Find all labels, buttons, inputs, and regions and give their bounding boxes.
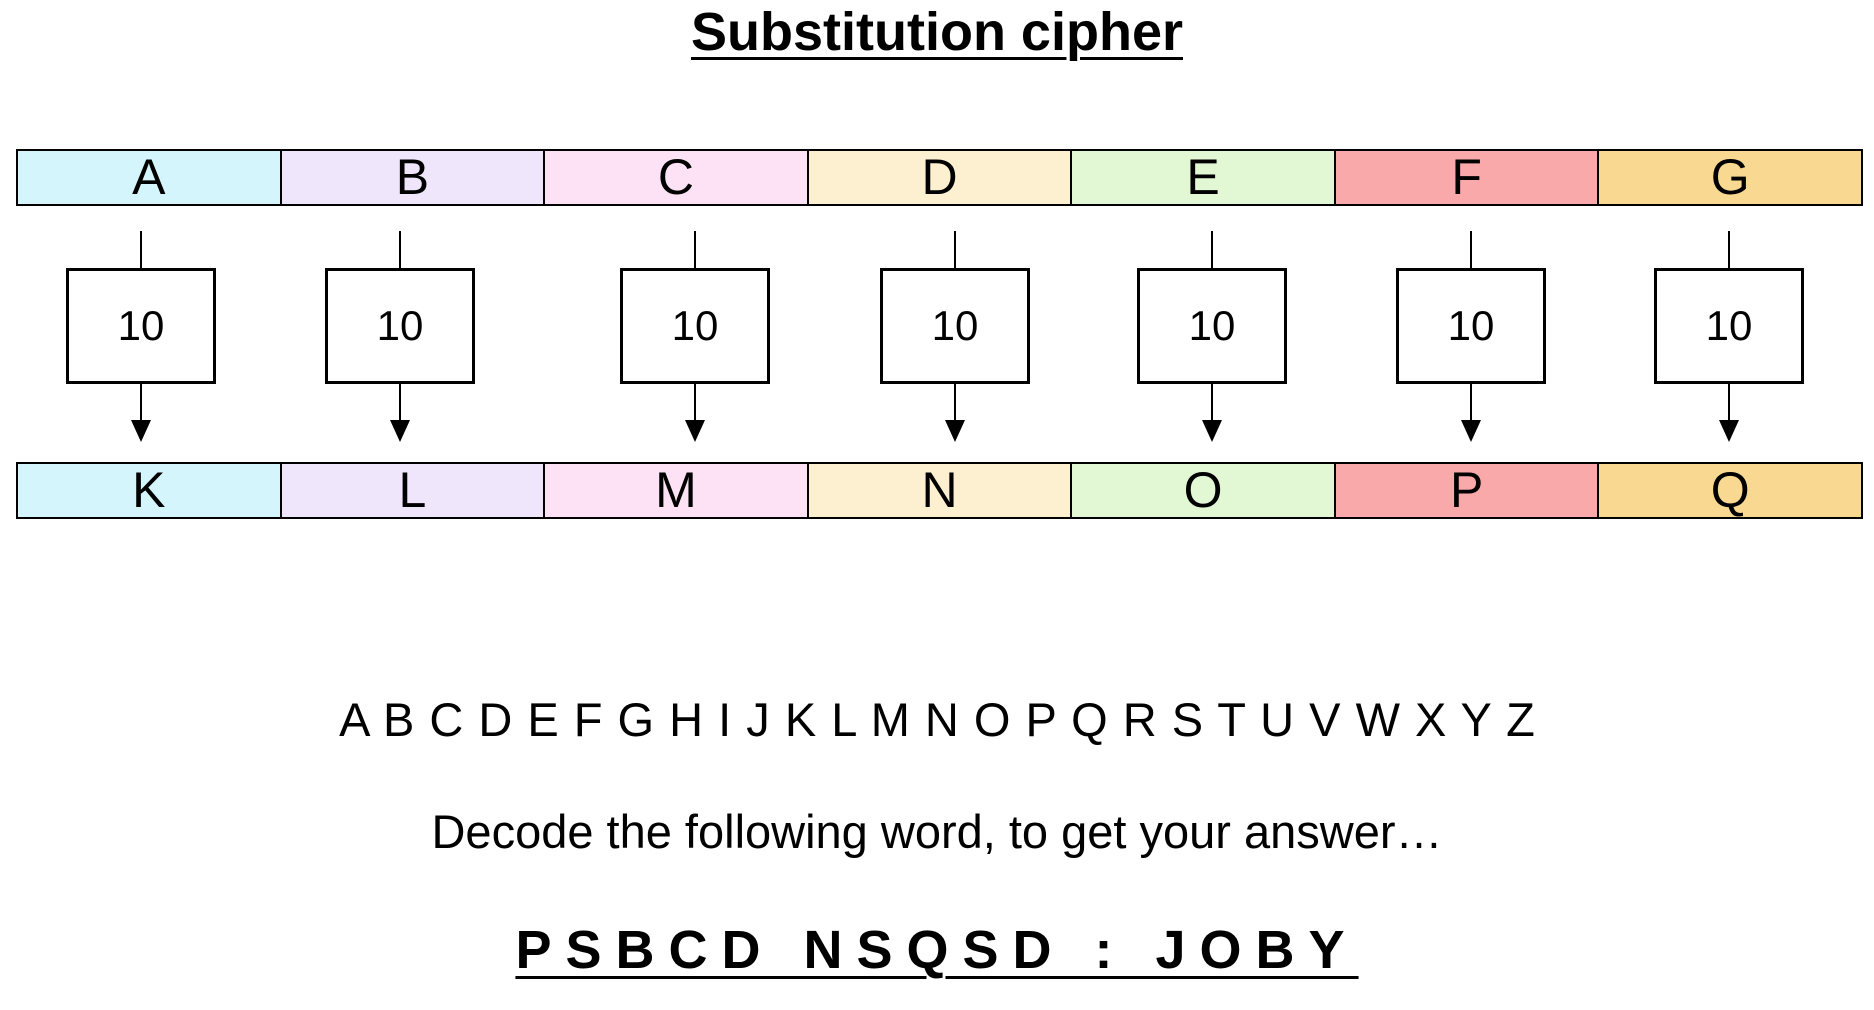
arrow-down-icon (685, 420, 705, 442)
cipher-letter-cell: P (1335, 464, 1600, 517)
arrow-down-icon (1202, 420, 1222, 442)
encoded-word: PSBCD NSQSD : JOBY (0, 918, 1874, 982)
arrow-down-icon (1461, 420, 1481, 442)
connector-line (399, 384, 401, 422)
shift-box: 10 (1396, 268, 1546, 384)
encoded-word-text: PSBCD NSQSD : JOBY (515, 920, 1359, 980)
shift-connector: 10 (1137, 231, 1287, 443)
connector-line (1728, 231, 1730, 268)
plain-letter-cell: C (545, 151, 809, 204)
connector-line (399, 231, 401, 268)
cipher-letter-cell: Q (1599, 464, 1862, 517)
plain-letter-cell: G (1599, 151, 1862, 204)
connector-line (954, 231, 956, 268)
shift-connector: 10 (1654, 231, 1804, 443)
connector-line (1470, 384, 1472, 422)
shift-box: 10 (620, 268, 770, 384)
shift-connector: 10 (325, 231, 475, 443)
connector-line (140, 384, 142, 422)
arrow-down-icon (131, 420, 151, 442)
cipher-letter-cell: N (808, 464, 1073, 517)
cipher-letter-cell: K (18, 464, 282, 517)
shift-box: 10 (66, 268, 216, 384)
plain-letter-cell: B (281, 151, 546, 204)
plain-letter-cell: A (18, 151, 282, 204)
connector-line (694, 384, 696, 422)
instruction-text: Decode the following word, to get your a… (431, 805, 1443, 858)
cipher-letter-cell: L (281, 464, 546, 517)
cipher-letter-cell: M (545, 464, 809, 517)
shift-box: 10 (1654, 268, 1804, 384)
plain-letter-cell: E (1072, 151, 1336, 204)
shift-connector: 10 (1396, 231, 1546, 443)
connector-line (1211, 384, 1213, 422)
shift-connector: 10 (66, 231, 216, 443)
connector-line (1728, 384, 1730, 422)
shift-box: 10 (1137, 268, 1287, 384)
shift-box: 10 (325, 268, 475, 384)
connector-line (140, 231, 142, 268)
shift-connector: 10 (620, 231, 770, 443)
cipher-letter-strip: K L M N O P Q (16, 462, 1863, 519)
connector-line (954, 384, 956, 422)
diagram-title-text: Substitution cipher (691, 2, 1183, 62)
connector-line (1211, 231, 1213, 268)
arrow-down-icon (945, 420, 965, 442)
plain-letter-cell: F (1335, 151, 1600, 204)
shift-box: 10 (880, 268, 1030, 384)
cipher-letter-cell: O (1072, 464, 1336, 517)
alphabet-reference: A B C D E F G H I J K L M N O P Q R S T … (339, 693, 1535, 746)
plain-letter-cell: D (808, 151, 1073, 204)
plain-letter-strip: A B C D E F G (16, 149, 1863, 206)
shift-connector: 10 (880, 231, 1030, 443)
connector-line (694, 231, 696, 268)
connector-line (1470, 231, 1472, 268)
arrow-down-icon (1719, 420, 1739, 442)
arrow-down-icon (390, 420, 410, 442)
diagram-title: Substitution cipher (0, 0, 1874, 64)
